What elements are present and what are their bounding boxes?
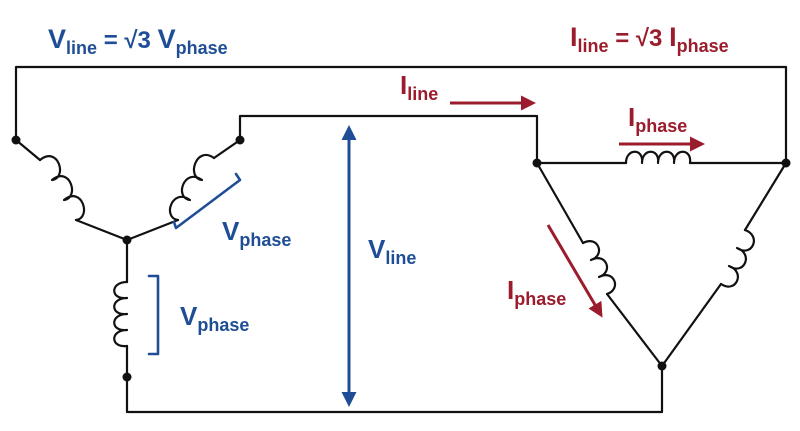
star-connection xyxy=(14,138,242,379)
v-phase-upper-bracket xyxy=(172,172,242,230)
star-right-coil xyxy=(168,154,216,222)
i-phase-left-arrow xyxy=(546,224,603,318)
v-phase-upper-label: Vphase xyxy=(222,216,291,250)
i-phase-top-label: Iphase xyxy=(628,102,687,136)
star-bottom-coil xyxy=(113,280,129,348)
top-line-wire xyxy=(14,65,788,165)
i-phase-left-label: Iphase xyxy=(507,275,566,309)
middle-line-wire xyxy=(238,114,539,165)
current-relation-formula: Iline = √3 Iphase xyxy=(570,22,729,56)
voltage-relation-formula: Vline = √3 Vphase xyxy=(48,24,228,58)
bottom-line-wire xyxy=(125,364,664,414)
v-phase-lower-label: Vphase xyxy=(180,301,249,335)
i-line-label: Iline xyxy=(400,70,438,104)
delta-top-coil xyxy=(624,150,692,165)
star-left-coil xyxy=(38,155,86,222)
junction-nodes xyxy=(11,135,791,382)
delta-right-coil xyxy=(719,228,755,288)
v-line-label: Vline xyxy=(368,234,416,268)
v-phase-lower-bracket xyxy=(147,274,160,356)
delta-connection xyxy=(535,150,788,368)
delta-left-coil xyxy=(581,240,617,296)
